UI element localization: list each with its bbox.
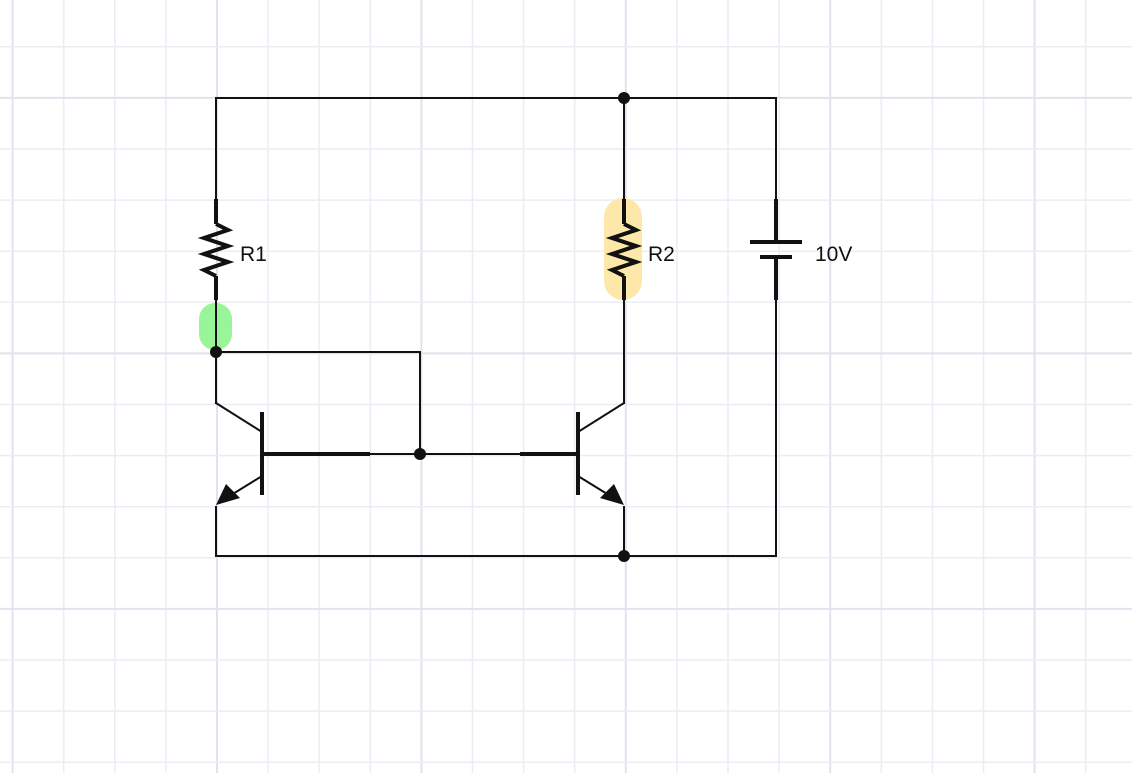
resistor-r2[interactable] (605, 199, 643, 300)
wires (215, 97, 777, 557)
junction-bases[interactable] (414, 448, 426, 460)
wire-collector-base-tie[interactable] (215, 351, 421, 455)
wire-ground-rail[interactable] (215, 299, 777, 557)
label-battery: 10V (815, 243, 852, 266)
label-r2: R2 (648, 243, 675, 266)
wire-top-rail[interactable] (215, 97, 777, 200)
junction-top[interactable] (618, 92, 630, 104)
junction-r1-collector[interactable] (210, 346, 222, 358)
label-r1: R1 (240, 243, 267, 266)
transistor-q2[interactable] (520, 401, 626, 505)
q2-emitter-arrow (600, 484, 624, 505)
battery-10v[interactable] (750, 199, 802, 300)
junction-nodes (210, 92, 630, 562)
resistor-r1[interactable] (197, 199, 235, 300)
q1-emitter-arrow (216, 484, 240, 505)
transistor-q1[interactable] (214, 401, 370, 505)
junction-ground[interactable] (618, 550, 630, 562)
